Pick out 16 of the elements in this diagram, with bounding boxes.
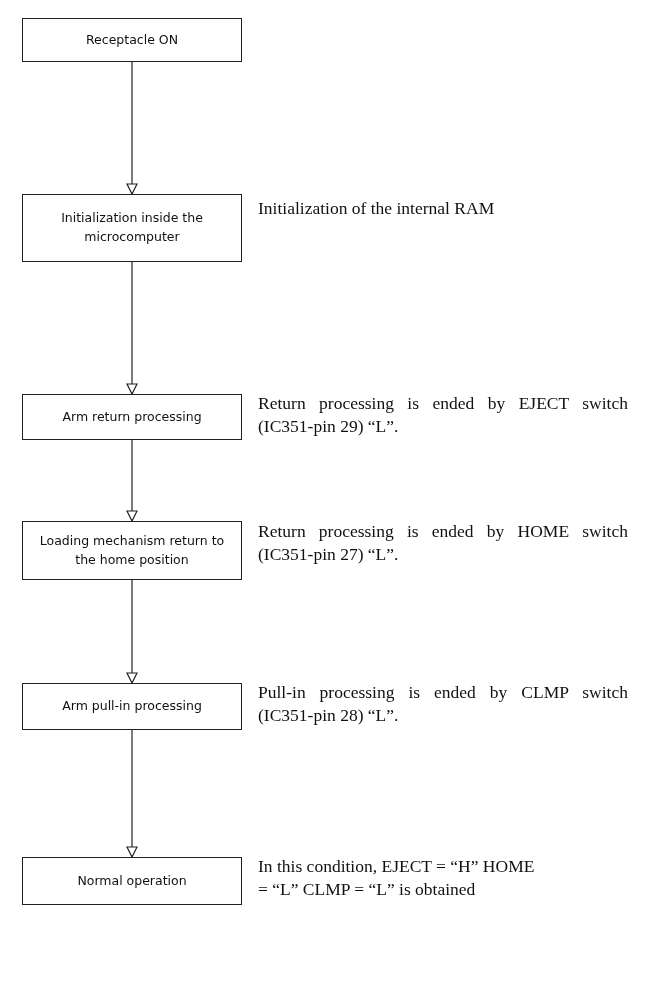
note-text: Return processing is ended by HOME switch (IC351-pin 27) “L”. <box>258 520 628 566</box>
arrow <box>126 61 138 195</box>
note-text: Pull-in processing is ended by CLMP switch (IC351-pin 28) “L”. <box>258 681 628 727</box>
process-box: Loading mechanism return to the home position <box>22 521 242 580</box>
process-box: Receptacle ON <box>22 18 242 62</box>
arrow <box>126 439 138 522</box>
process-box: Normal operation <box>22 857 242 905</box>
process-box: Arm pull-in processing <box>22 683 242 730</box>
note-text: In this condition, EJECT = “H” HOME = “L” CLMP = “L” is obtained <box>258 855 536 901</box>
process-box: Initialization inside the microcomputer <box>22 194 242 262</box>
note-text: Return processing is ended by EJECT switch (IC351-pin 29) “L”. <box>258 392 628 438</box>
note-text: Initialization of the internal RAM <box>258 197 496 220</box>
arrow <box>126 261 138 395</box>
arrow <box>126 729 138 858</box>
arrow <box>126 579 138 684</box>
process-box: Arm return processing <box>22 394 242 440</box>
